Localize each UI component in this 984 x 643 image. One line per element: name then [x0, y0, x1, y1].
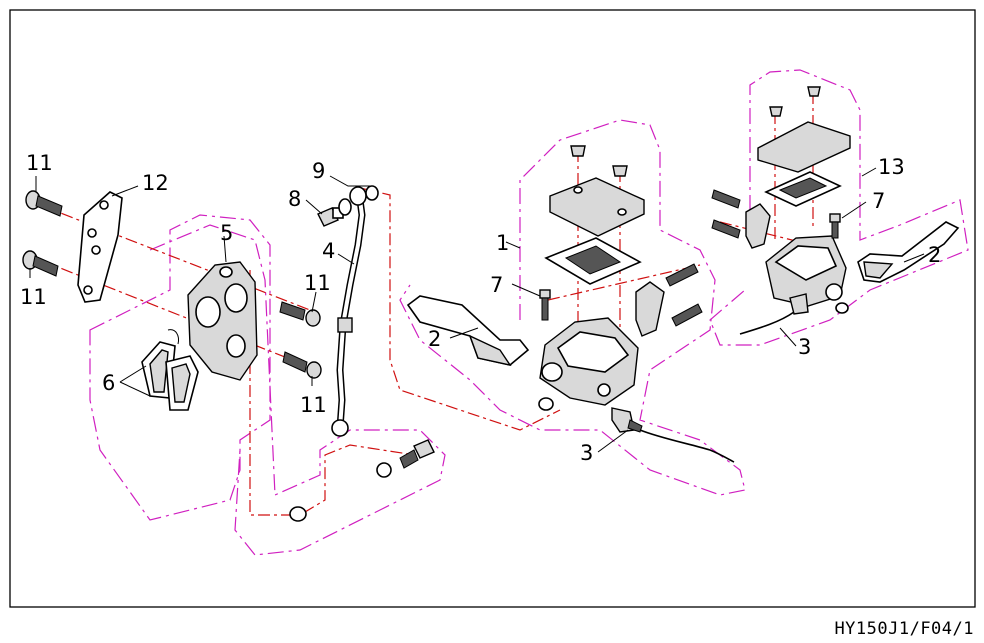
bracket-bolt-lower	[22, 250, 59, 277]
callout-12: 12	[142, 171, 169, 195]
reservoir-diaphragm-right	[764, 171, 842, 207]
mount-clamp-left	[635, 281, 665, 337]
brake-hose	[331, 186, 367, 437]
callout-9: 9	[312, 159, 325, 183]
callout-5: 5	[220, 221, 233, 245]
callout-11-upper-right: 11	[304, 271, 331, 295]
callout-3-left: 3	[580, 441, 593, 465]
master-cylinder-body-left	[538, 317, 639, 411]
callout-13: 13	[878, 155, 905, 179]
caliper-bracket	[77, 191, 123, 303]
banjo-axis	[249, 270, 416, 516]
callout-11-lower-left: 11	[20, 285, 47, 309]
master-cylinder-cap-left	[549, 177, 645, 237]
brake-lever-right	[857, 221, 960, 283]
brake-line-group-outline	[149, 224, 446, 556]
pivot-bolt-left	[539, 289, 551, 321]
master-cylinder-right-outline	[709, 69, 969, 346]
hose-axis	[359, 187, 561, 431]
brake-caliper	[187, 261, 258, 381]
callout-11-lower-right: 11	[300, 393, 327, 417]
callout-1: 1	[496, 231, 509, 255]
brake-light-switch-right	[739, 293, 809, 335]
callout-4: 4	[322, 239, 335, 263]
drawing-reference: HY150J1/F04/1	[834, 619, 974, 639]
brake-light-switch-left	[611, 407, 735, 463]
clamp-axis	[547, 264, 701, 301]
callout-8: 8	[288, 187, 301, 211]
brake-pads	[141, 329, 199, 411]
drawing-frame	[9, 9, 976, 608]
master-cylinder-body-right	[765, 235, 849, 314]
master-cylinder-left-outline	[399, 119, 746, 496]
clamp-bolt-right	[711, 189, 741, 239]
pivot-bolt-right	[829, 213, 841, 239]
callout-11-upper-left: 11	[26, 151, 53, 175]
cap-screw-left-b	[612, 165, 628, 177]
banjo-bolt-lower	[376, 439, 435, 478]
caliper-bolt-lower	[282, 351, 322, 379]
leader-lines	[29, 167, 925, 453]
callout-7-left: 7	[490, 273, 503, 297]
caliper-bolt-upper	[279, 301, 321, 327]
sealing-washer-lower	[289, 506, 307, 522]
reservoir-diaphragm-left	[544, 237, 642, 285]
caliper-group-outline	[89, 214, 271, 521]
master-cylinder-cap-right	[757, 121, 851, 173]
callout-7-right: 7	[872, 189, 885, 213]
cap-screw-right-a	[769, 106, 783, 117]
mount-clamp-right	[745, 203, 771, 249]
callout-6: 6	[102, 371, 115, 395]
cap-screw-right-b	[807, 86, 821, 97]
callout-3-right: 3	[798, 335, 811, 359]
bracket-bolt-upper	[25, 190, 63, 217]
cap-screw-left-a	[570, 145, 586, 157]
brake-lever-left	[406, 295, 530, 367]
clamp-bolt-left	[665, 263, 703, 327]
callout-2-right: 2	[928, 243, 941, 267]
callout-2-left: 2	[428, 327, 441, 351]
